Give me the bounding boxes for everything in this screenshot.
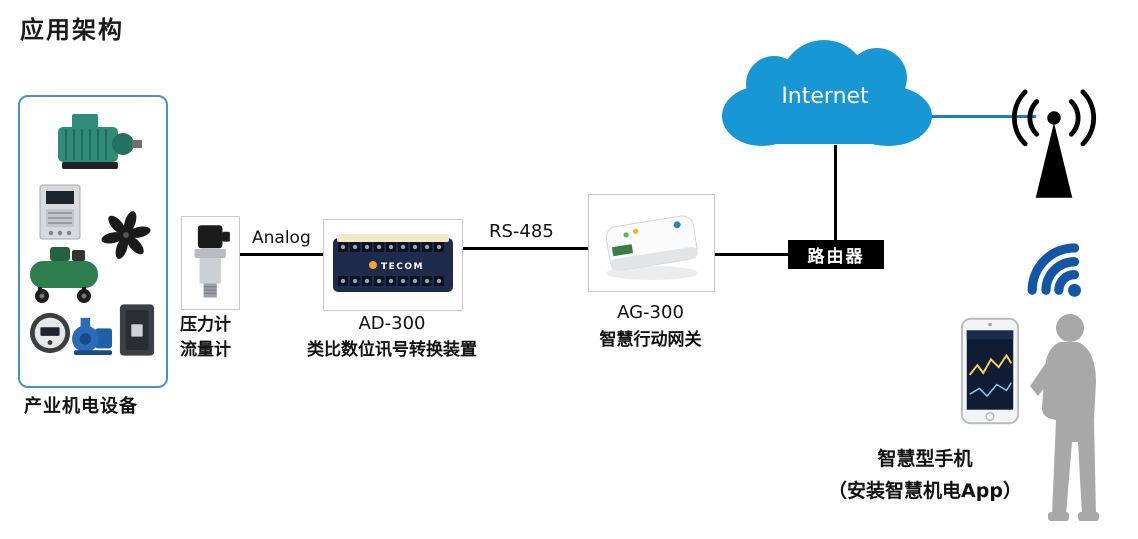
internet-cloud-icon xyxy=(722,40,932,146)
rs485-link-label: RS-485 xyxy=(489,221,554,242)
sensor-label-line2: 流量计 xyxy=(180,339,231,360)
ad300-box: TECOM xyxy=(323,219,463,311)
pump-icon xyxy=(72,317,113,356)
ag300-device-icon xyxy=(605,215,698,280)
sensor-box xyxy=(181,216,240,310)
ag300-box xyxy=(588,194,715,292)
smartphone-label-group: 智慧型手机 （安装智慧机电App） xyxy=(775,444,1075,503)
router-label: 路由器 xyxy=(807,247,865,267)
page-title: 应用架构 xyxy=(20,16,124,44)
ad300-brand-text: TECOM xyxy=(381,262,424,272)
compressor-icon xyxy=(30,247,98,303)
ad300-desc-label: 类比数位讯号转换装置 xyxy=(307,340,477,360)
analog-link-label: Analog xyxy=(252,228,311,248)
internet-label: Internet xyxy=(781,84,869,109)
person-silhouette-icon xyxy=(1030,314,1099,521)
gateway-router-line xyxy=(713,253,788,256)
breaker-icon xyxy=(119,304,155,356)
rs485-link-line xyxy=(461,247,588,250)
antenna-icon xyxy=(1011,89,1097,198)
equipment-label: 产业机电设备 xyxy=(24,396,138,417)
ad300-name-label: AD-300 xyxy=(358,313,426,334)
motor-icon xyxy=(58,114,142,169)
smartphone-icon xyxy=(960,317,1020,425)
ad300-device-icon: TECOM xyxy=(333,234,453,292)
pressure-sensor-icon xyxy=(194,225,230,298)
smartphone-label-line2: （安装智慧机电App） xyxy=(828,480,1022,502)
ag300-desc-label: 智慧行动网关 xyxy=(599,330,702,350)
wifi-icon xyxy=(1027,243,1081,297)
inverter-icon xyxy=(39,184,81,240)
cloud-antenna-line xyxy=(930,115,1036,118)
router-box: 路由器 xyxy=(788,240,884,269)
flow-meter-icon xyxy=(29,312,71,354)
analog-link-line xyxy=(238,253,323,256)
smartphone-label-line1: 智慧型手机 xyxy=(877,448,973,470)
ag300-name-label: AG-300 xyxy=(617,302,684,323)
fan-icon xyxy=(101,211,151,259)
sensor-label-line1: 压力计 xyxy=(180,315,231,335)
equipment-group-box xyxy=(18,95,168,388)
router-cloud-line xyxy=(834,145,837,241)
